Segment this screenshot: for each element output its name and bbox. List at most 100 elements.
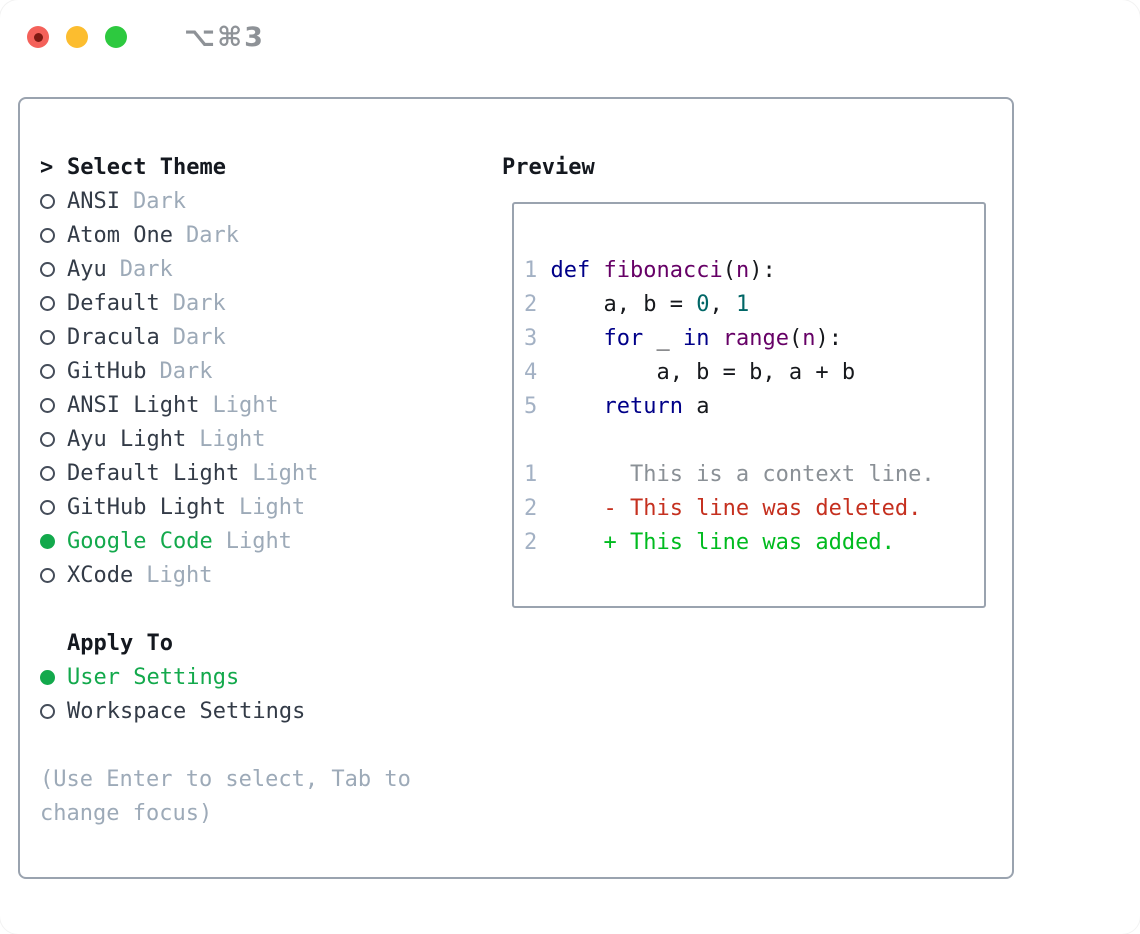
theme-item-atom-one[interactable]: Atom One Dark — [40, 218, 411, 252]
code-token — [550, 394, 603, 419]
diff-text: + This line was added. — [550, 529, 895, 555]
code-token: return — [603, 393, 683, 419]
code-line: 4 a, b = b, a + b — [524, 355, 984, 389]
option-label: Default Light — [67, 460, 240, 486]
radio-icon — [40, 703, 55, 719]
code-token: n — [802, 325, 816, 351]
variant-tag: Light — [238, 494, 306, 520]
code-token: 0 — [696, 291, 710, 317]
diff-text: This is a context line. — [550, 461, 935, 487]
variant-tag: Dark — [132, 188, 186, 214]
theme-item-ansi[interactable]: ANSI Dark — [40, 184, 411, 218]
code-token — [709, 326, 722, 351]
code-token: in — [682, 325, 710, 351]
radio-icon — [40, 261, 55, 277]
code-token: ): — [815, 325, 842, 351]
variant-tag: Light — [225, 528, 292, 554]
theme-item-google-code[interactable]: Google Code Light — [40, 524, 411, 558]
theme-item-ayu[interactable]: Ayu Dark — [40, 252, 411, 286]
preview-header: Preview — [502, 150, 595, 184]
option-label: ANSI — [67, 188, 120, 214]
line-number: 1 — [524, 461, 538, 487]
close-button[interactable] — [27, 26, 49, 48]
line-number: 1 — [524, 257, 538, 283]
theme-list-header: >Select Theme — [40, 150, 411, 184]
close-dot-icon — [33, 32, 43, 42]
apply-option-user-settings[interactable]: User Settings — [40, 660, 411, 694]
theme-item-github-light[interactable]: GitHub Light Light — [40, 490, 411, 524]
radio-icon — [40, 193, 55, 209]
variant-tag: Dark — [119, 256, 173, 282]
code-token: _ — [643, 325, 683, 351]
apply-to-header: Apply To — [67, 626, 411, 660]
selection-caret: > — [40, 154, 54, 180]
spacer — [40, 592, 411, 626]
radio-icon — [40, 431, 55, 447]
code-line: 5 return a — [524, 389, 984, 423]
diff-text: - This line was deleted. — [550, 495, 922, 521]
radio-icon — [40, 397, 55, 413]
preview-title: Preview — [502, 154, 595, 180]
apply-option-workspace-settings[interactable]: Workspace Settings — [40, 694, 411, 728]
variant-tag: Dark — [159, 358, 213, 384]
radio-icon — [40, 465, 55, 481]
code-line: 2 a, b = 0, 1 — [524, 287, 984, 321]
maximize-button[interactable] — [105, 26, 127, 48]
option-label: ANSI Light — [67, 392, 200, 418]
code-token: ): — [749, 257, 776, 283]
theme-item-default[interactable]: Default Dark — [40, 286, 411, 320]
variant-tag: Light — [199, 426, 266, 452]
line-number: 5 — [524, 393, 538, 419]
option-label: Atom One — [67, 222, 173, 248]
window-title: ⌥⌘3 — [184, 21, 265, 53]
option-label: GitHub Light — [67, 494, 226, 520]
option-label: GitHub — [67, 358, 147, 384]
variant-tag: Dark — [185, 222, 239, 248]
option-label: Default — [67, 290, 160, 316]
code-token — [550, 326, 603, 351]
spacer — [524, 423, 984, 457]
option-label: Google Code — [67, 528, 213, 554]
theme-item-default-light[interactable]: Default Light Light — [40, 456, 411, 490]
code-token: n — [735, 257, 750, 283]
code-token: 1 — [735, 291, 750, 317]
radio-selected-icon — [40, 669, 55, 685]
radio-icon — [40, 295, 55, 311]
code-token: a — [682, 393, 710, 419]
option-label: Ayu — [67, 256, 107, 282]
line-number: 2 — [524, 495, 538, 521]
option-label: Workspace Settings — [67, 698, 306, 724]
radio-icon — [40, 329, 55, 345]
code-token: a, b = b, a + b — [550, 359, 856, 385]
line-number: 3 — [524, 325, 538, 351]
theme-item-github[interactable]: GitHub Dark — [40, 354, 411, 388]
code-line: 3 for _ in range(n): — [524, 321, 984, 355]
diff-line-context: 1 This is a context line. — [524, 457, 984, 491]
theme-item-ayu-light[interactable]: Ayu Light Light — [40, 422, 411, 456]
diff-line-added: 2 + This line was added. — [524, 525, 984, 559]
option-label: User Settings — [67, 664, 240, 690]
code-token: , — [709, 291, 736, 317]
line-number: 4 — [524, 359, 538, 385]
option-label: Dracula — [67, 324, 160, 350]
variant-tag: Dark — [172, 290, 226, 316]
option-label: Ayu Light — [67, 426, 187, 452]
code-token: def — [550, 257, 591, 283]
code-token: range — [722, 325, 789, 351]
radio-icon — [40, 227, 55, 243]
radio-icon — [40, 363, 55, 379]
code-token — [590, 258, 603, 283]
apply-to-title: Apply To — [67, 630, 173, 656]
line-number: 2 — [524, 529, 538, 555]
minimize-button[interactable] — [66, 26, 88, 48]
variant-tag: Light — [252, 460, 319, 486]
